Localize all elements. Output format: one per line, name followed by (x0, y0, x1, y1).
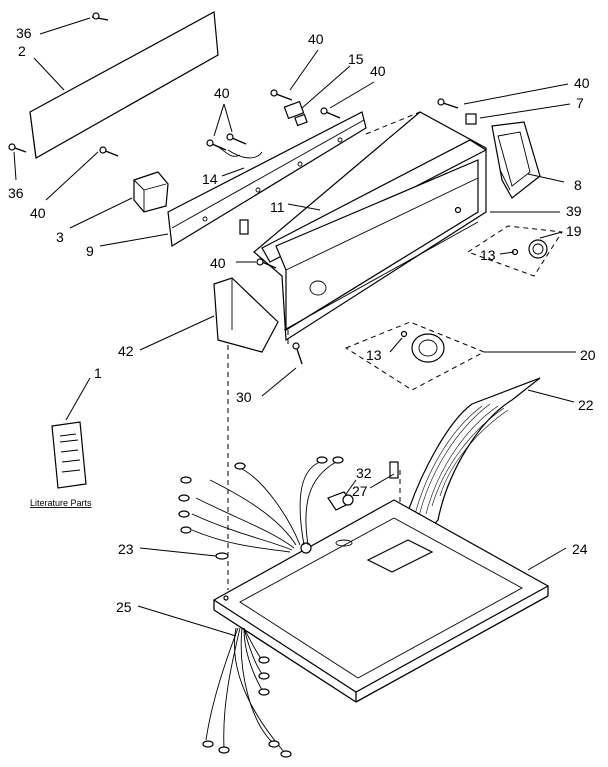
label-24: 24 (572, 541, 588, 557)
wire-harness-lower (202, 627, 292, 758)
part-number-labels: 36 2 36 40 3 9 14 40 11 40 15 40 40 7 8 … (8, 25, 596, 615)
screw-36-top (91, 12, 109, 21)
screws-40-upper (206, 89, 459, 151)
knob-group-20 (344, 321, 486, 391)
cabinet-top-part-24 (212, 499, 550, 703)
label-13-lower: 13 (366, 347, 382, 363)
literature-caption: Literature Parts (30, 498, 92, 508)
side-cover-part-42 (213, 277, 279, 353)
label-15: 15 (348, 51, 364, 67)
label-40-lower: 40 (210, 255, 226, 271)
label-23: 23 (118, 541, 134, 557)
screw-36-bottom (8, 143, 27, 153)
label-27: 27 (352, 483, 368, 499)
label-40-top: 40 (308, 31, 324, 47)
label-8: 8 (574, 177, 582, 193)
label-11: 11 (270, 199, 285, 215)
label-36-bottom: 36 (8, 185, 24, 201)
label-19: 19 (566, 223, 582, 239)
part-32-27 (327, 461, 399, 511)
literature-booklet (51, 421, 87, 489)
label-32: 32 (356, 465, 372, 481)
timer-part-15 (283, 100, 308, 127)
label-40-right: 40 (370, 63, 386, 79)
label-14: 14 (202, 171, 218, 187)
screw-40-lower (239, 219, 277, 269)
label-40-left: 40 (30, 205, 46, 221)
label-13-upper: 13 (480, 247, 496, 263)
harness-14 (227, 149, 263, 159)
duct-part-22 (401, 377, 541, 541)
trim-panel-part (29, 11, 219, 159)
label-25: 25 (116, 599, 132, 615)
end-cap-part-8 (491, 121, 541, 199)
label-1: 1 (94, 365, 102, 381)
label-20: 20 (580, 347, 596, 363)
clip-part-7 (465, 113, 477, 125)
label-9: 9 (86, 243, 94, 259)
label-42: 42 (118, 343, 134, 359)
screw-30 (292, 342, 303, 365)
part-39 (454, 206, 462, 214)
label-2: 2 (18, 43, 26, 59)
label-39: 39 (566, 203, 582, 219)
top-panel-part (253, 111, 488, 342)
screw-40-left (99, 146, 119, 157)
label-40-upper-left: 40 (214, 85, 230, 101)
grommet-23 (215, 552, 229, 560)
label-22: 22 (578, 397, 594, 413)
label-36-top: 36 (16, 25, 32, 41)
label-40-far-right: 40 (574, 75, 590, 91)
wire-harness-upper (178, 456, 344, 553)
label-3: 3 (56, 229, 64, 245)
label-30: 30 (236, 389, 252, 405)
switch-part (133, 171, 169, 213)
control-bracket-part (167, 111, 367, 247)
leader-lines (13, 17, 576, 637)
label-7: 7 (576, 95, 584, 111)
